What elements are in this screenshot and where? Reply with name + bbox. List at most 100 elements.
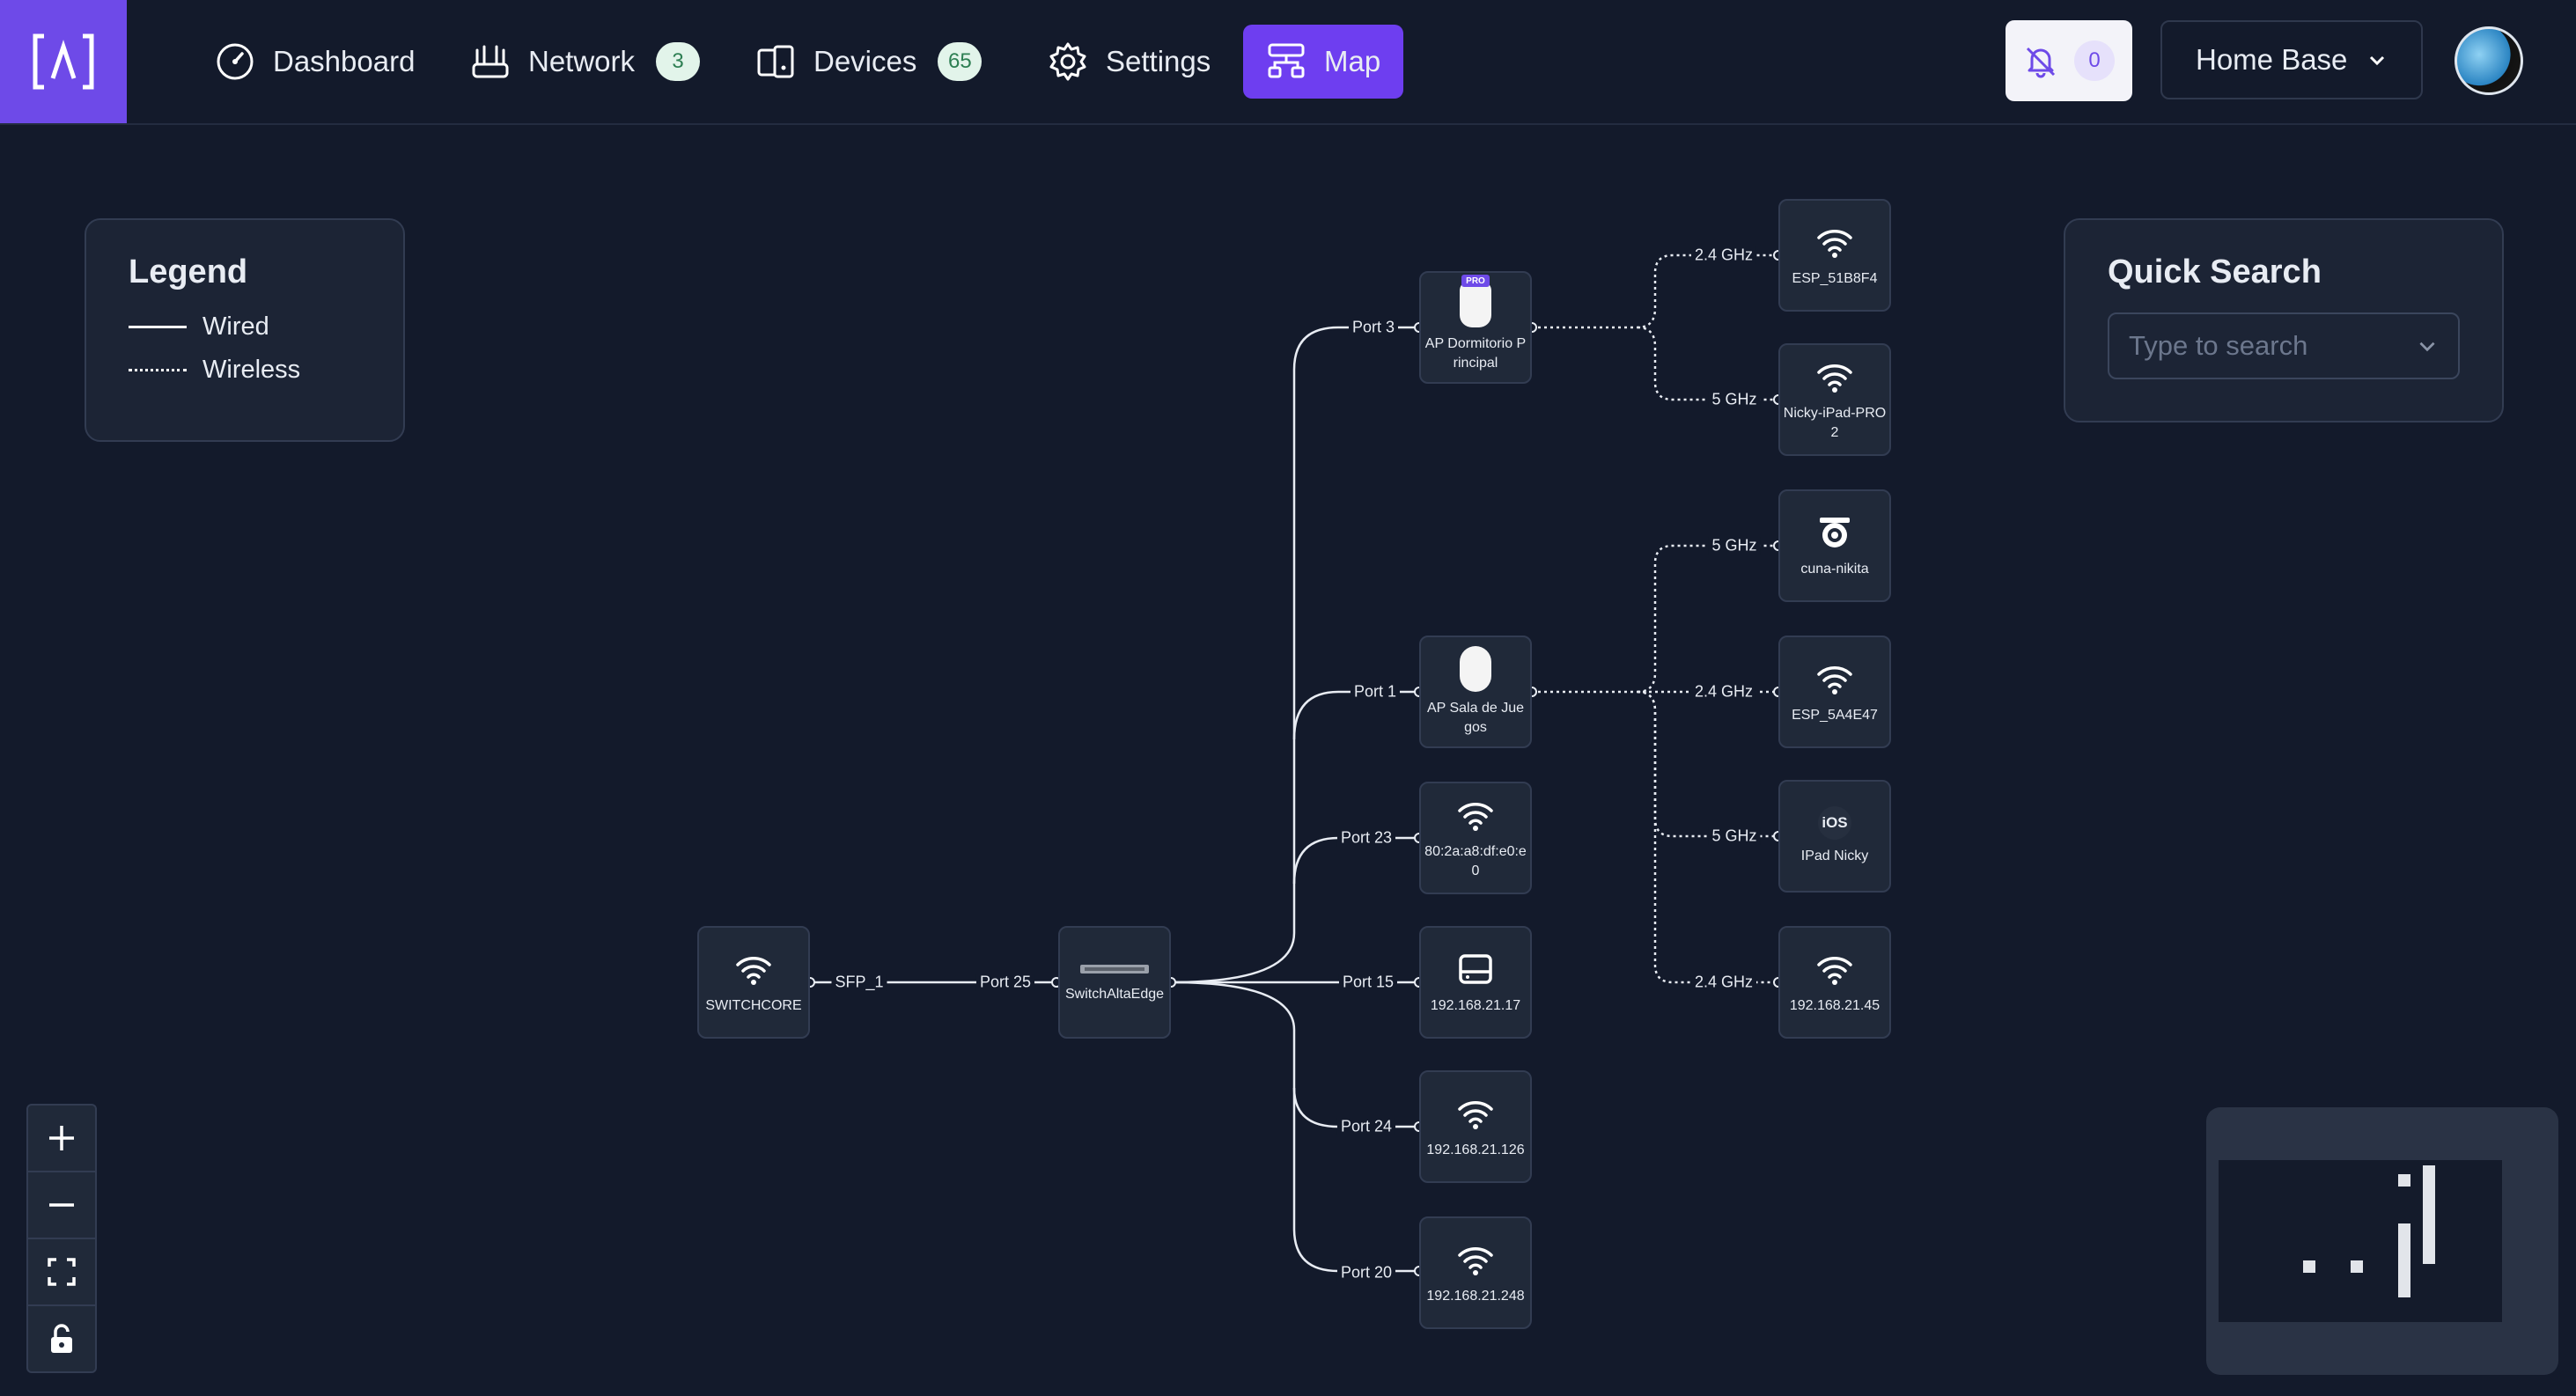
wifi-icon — [1817, 364, 1852, 393]
device-label: ESP_51B8F4 — [1792, 271, 1878, 286]
device-node-cuna-nikita[interactable]: cuna-nikita — [1778, 489, 1891, 602]
ios-icon: iOS — [1818, 806, 1851, 840]
wired-link — [1170, 326, 1419, 984]
site-selector[interactable]: Home Base — [2160, 20, 2423, 99]
port-label: Port 15 — [1338, 973, 1398, 992]
device-node-nicky-ipad[interactable]: Nicky-iPad-PRO2 — [1778, 343, 1891, 456]
map-controls — [26, 1104, 97, 1373]
minimap-viewport — [2219, 1160, 2502, 1322]
minimap-node — [2398, 1260, 2410, 1273]
lock-icon — [51, 1324, 72, 1353]
device-label: cuna-nikita — [1800, 562, 1869, 577]
zoom-out-icon — [49, 1203, 74, 1207]
device-label: SWITCHCORE — [705, 998, 802, 1013]
nav-map[interactable]: Map — [1243, 25, 1404, 99]
port-label: Port 25 — [975, 973, 1035, 992]
device-node-192-168-21-17[interactable]: 192.168.21.17 — [1419, 926, 1532, 1039]
wifi-icon — [1817, 957, 1852, 985]
minimap-node — [2423, 1178, 2435, 1190]
user-avatar[interactable] — [2455, 26, 2523, 95]
device-node-esp-51b8f4[interactable]: ESP_51B8F4 — [1778, 199, 1891, 312]
band-label: 2.4 GHz — [1690, 973, 1757, 992]
device-label: 192.168.21.248 — [1426, 1289, 1525, 1304]
minimap-node — [2398, 1248, 2410, 1260]
device-label: 192.168.21.17 — [1430, 998, 1521, 1013]
minimap-node — [2423, 1239, 2435, 1252]
chevron-down-icon — [2369, 55, 2385, 66]
device-node-192-168-21-248[interactable]: 192.168.21.248 — [1419, 1216, 1532, 1329]
devices-count-badge: 65 — [938, 42, 983, 81]
hard-drive-icon — [1459, 954, 1492, 984]
zoom-in-icon — [49, 1126, 74, 1150]
device-node-switch-alta-edge[interactable]: SwitchAltaEdge — [1058, 926, 1171, 1039]
minimap-node — [2423, 1165, 2435, 1178]
wireless-line-swatch — [129, 369, 187, 371]
port-label: Port 1 — [1350, 682, 1401, 702]
fit-view-button[interactable] — [28, 1239, 95, 1306]
wireless-link — [1637, 690, 1777, 838]
network-count-badge: 3 — [656, 42, 701, 81]
minimap-node — [2303, 1260, 2315, 1273]
device-node-esp-5a4e47[interactable]: ESP_5A4E47 — [1778, 636, 1891, 748]
band-label: 5 GHz — [1708, 390, 1761, 409]
port-label: Port 3 — [1348, 318, 1399, 337]
device-label: 192.168.21.126 — [1426, 1143, 1525, 1157]
access-point-icon — [1460, 646, 1491, 692]
device-node-ap-sala[interactable]: AP Sala de Juegos — [1419, 636, 1532, 748]
legend-wired-row: Wired — [129, 312, 361, 342]
device-node-80-2a-a8[interactable]: 80:2a:a8:df:e0:e0 — [1419, 782, 1532, 894]
wired-link — [1292, 1087, 1419, 1128]
quick-search-title: Quick Search — [2108, 253, 2322, 290]
app-logo[interactable] — [0, 0, 127, 123]
gauge-icon — [217, 43, 254, 80]
nav-devices[interactable]: Devices 65 — [732, 25, 1005, 99]
wifi-icon — [1458, 803, 1493, 831]
port-label: SFP_1 — [831, 973, 887, 992]
minimap-node — [2423, 1202, 2435, 1215]
minimap-node — [2423, 1252, 2435, 1264]
minimap-node — [2398, 1285, 2410, 1297]
nav-dashboard-label: Dashboard — [273, 45, 416, 77]
port-label: Port 23 — [1336, 828, 1396, 848]
pro-badge: PRO — [1461, 275, 1490, 287]
device-node-ipad-nicky[interactable]: iOS IPad Nicky — [1778, 780, 1891, 893]
router-icon — [472, 45, 509, 78]
quick-search-input[interactable]: Type to search — [2108, 312, 2460, 379]
wireless-link — [1637, 326, 1777, 401]
notifications-button[interactable]: 0 — [2006, 20, 2132, 101]
minimap-node — [2423, 1215, 2435, 1227]
device-label: SwitchAltaEdge — [1064, 987, 1165, 1002]
band-label: 5 GHz — [1708, 536, 1761, 555]
device-node-ap-dormitorio[interactable]: PRO AP Dormitorio Principal — [1419, 271, 1532, 384]
device-label: 192.168.21.45 — [1789, 998, 1880, 1013]
nav-network-label: Network — [528, 45, 636, 77]
zoom-out-button[interactable] — [28, 1172, 95, 1239]
port-label: Port 20 — [1336, 1263, 1396, 1282]
fit-view-icon — [48, 1258, 76, 1286]
device-node-192-168-21-45[interactable]: 192.168.21.45 — [1778, 926, 1891, 1039]
lock-button[interactable] — [28, 1306, 95, 1371]
wired-line-swatch — [129, 326, 187, 328]
search-placeholder: Type to search — [2129, 330, 2308, 361]
notifications-count: 0 — [2074, 40, 2115, 81]
nav-dashboard[interactable]: Dashboard — [192, 25, 438, 99]
minimap-node — [2423, 1190, 2435, 1202]
switch-icon — [1080, 965, 1149, 974]
device-label: 80:2a:a8:df:e0:e0 — [1424, 844, 1527, 878]
camera-icon — [1820, 518, 1850, 547]
zoom-in-button[interactable] — [28, 1106, 95, 1172]
quick-search-panel: Quick Search Type to search — [2064, 218, 2504, 422]
site-selector-value: Home Base — [2196, 43, 2348, 76]
devices-icon — [757, 45, 794, 78]
band-label: 2.4 GHz — [1690, 682, 1757, 702]
chevron-down-icon — [2419, 342, 2435, 352]
device-node-switchcore[interactable]: SWITCHCORE — [697, 926, 810, 1039]
nav-settings[interactable]: Settings — [1025, 25, 1233, 99]
minimap[interactable] — [2206, 1107, 2558, 1375]
minimap-node — [2398, 1223, 2410, 1236]
wired-link — [1170, 981, 1419, 1273]
nav-network[interactable]: Network 3 — [447, 25, 723, 99]
access-point-pro-icon: PRO — [1460, 275, 1491, 327]
device-node-192-168-21-126[interactable]: 192.168.21.126 — [1419, 1070, 1532, 1183]
